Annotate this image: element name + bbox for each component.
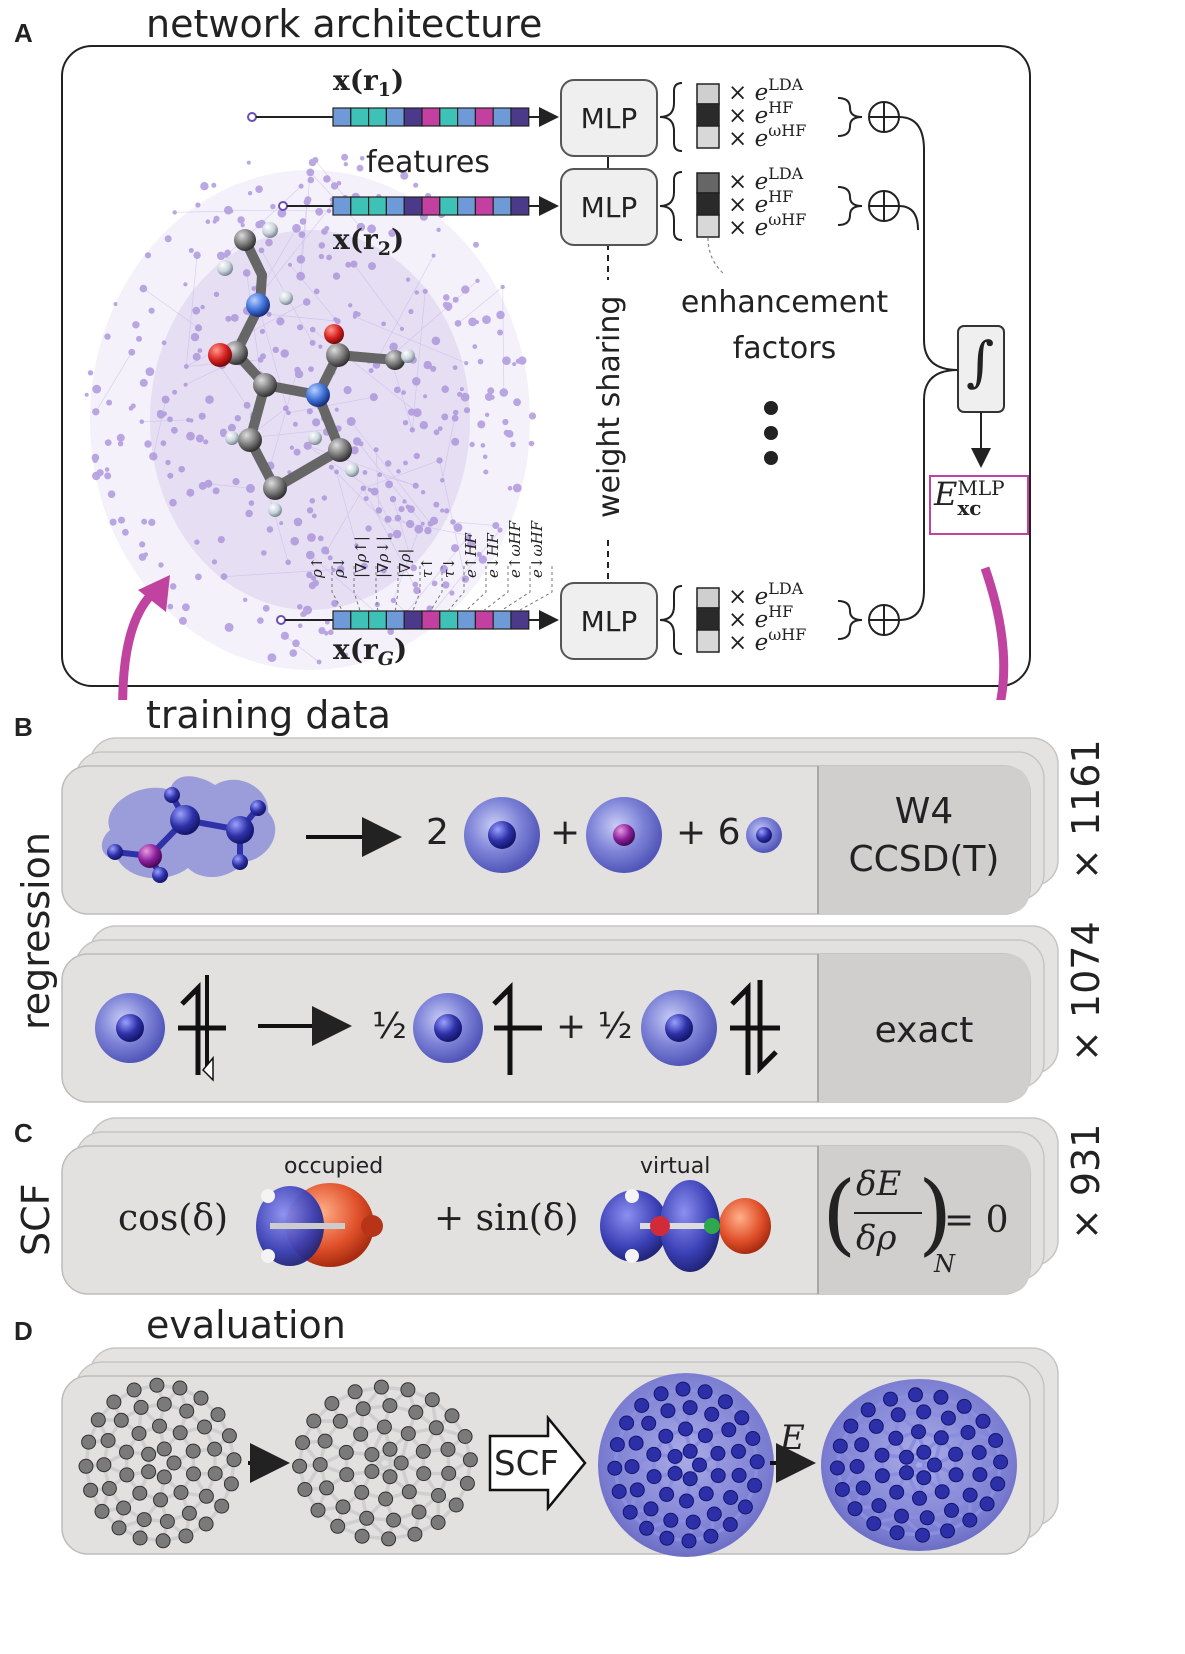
b2-count: × 1074 [1064,921,1108,1062]
feature-cell [474,196,494,216]
feature-cell [439,610,459,630]
feature-vector-label-rG: x(rG) [333,633,408,670]
panel-a-title: network architecture [146,2,543,46]
ef-terms-r1: × eLDA × eHF × eωHF [728,75,807,152]
mlp-block-r1: MLP [560,79,658,157]
feature-cell [421,610,441,630]
b2-method: exact [874,1010,974,1051]
feature-cell [403,107,423,127]
feature-cell [385,107,405,127]
panel-c-letter: C [14,1118,33,1148]
cos-term: cos(δ) [118,1198,229,1239]
panel-bcd-cards [61,737,1059,1557]
feature-label: e↑HF [462,533,480,578]
feature-cell [510,107,530,127]
feature-label: e↓HF [484,533,502,578]
feature-cell [474,107,494,127]
b1-count: × 1161 [1064,739,1108,880]
scf-equation: ( δE δρ ) N = 0 [822,1162,1009,1278]
scf-side-label: SCF [14,1183,58,1256]
feature-cell [350,610,370,630]
b1-plus-6: + 6 [676,812,741,853]
feature-cell [385,196,405,216]
b2-plus-half: + ½ [556,1006,633,1047]
scf-arrow-label: SCF [494,1444,559,1484]
feature-cell [474,610,494,630]
feature-label: τ↓ [440,557,458,578]
feature-cell [492,196,512,216]
feature-label: |∇ρ↓| [374,536,392,578]
feature-cell [332,107,352,127]
panel-d-letter: D [14,1316,33,1346]
feature-cell [368,610,388,630]
sin-term: + sin(δ) [434,1198,579,1239]
feature-cell [457,107,477,127]
feature-cell [510,196,530,216]
feature-cell [403,196,423,216]
occupied-label: occupied [284,1154,384,1179]
energy-label: E [780,1418,805,1458]
features-label: features [366,145,490,180]
feature-cell [457,610,477,630]
b2-half: ½ [372,1006,407,1047]
feature-label: τ↑ [418,557,436,578]
feature-cell [332,610,352,630]
panel-a-diagram [61,45,1031,700]
panel-b-title: training data [146,693,391,737]
feature-vector-label-r2: x(r2) [333,223,405,260]
grid-cloud [84,153,537,670]
enhancement-label-line2: factors [732,331,837,366]
panel-d-title: evaluation [146,1303,346,1347]
feature-cell [457,196,477,216]
weight-sharing-label: weight sharing [592,295,627,518]
feature-cell [350,107,370,127]
feature-label: e↓ωHF [528,520,546,578]
virtual-label: virtual [640,1154,711,1179]
ef-terms-r2: × eLDA × eHF × eωHF [728,164,807,241]
feature-label: e↑ωHF [506,520,524,578]
feature-cell [403,610,423,630]
b1-method: W4 CCSD(T) [848,791,1000,880]
feature-vector-r2 [332,196,530,216]
output-exc-mlp: E MLP xc [934,475,1005,520]
enhancement-factors-label: enhancement factors [672,280,897,372]
feature-cell [439,107,459,127]
feature-cell [421,196,441,216]
feature-cell [421,107,441,127]
feature-vector-r1 [332,107,530,127]
feature-cell [492,610,512,630]
mlp-block-r2: MLP [560,168,658,246]
feature-cell [368,196,388,216]
panel-b-letter: B [14,712,33,742]
integral-symbol: ∫ [966,330,995,393]
feature-cell [492,107,512,127]
feature-cell [350,196,370,216]
feature-cell [439,196,459,216]
feature-vector-rG [332,610,530,630]
b1-plus: + [550,812,581,853]
mlp-block-rG: MLP [560,582,658,660]
panel-a-letter: A [14,18,33,48]
feature-label: ρ↑ [308,556,326,578]
feature-cell [385,610,405,630]
feature-label: |∇ρ↑| [352,536,370,578]
feature-vector-label-r1: x(r1) [333,64,405,101]
ef-terms-rG: × eLDA × eHF × eωHF [728,579,807,656]
c-count: × 931 [1064,1123,1108,1240]
feature-label: |∇ρ| [396,548,414,578]
feature-cell [332,196,352,216]
enhancement-label-line1: enhancement [680,285,889,320]
b1-coef-2: 2 [426,812,449,853]
feature-label: ρ↓ [330,556,348,578]
feature-cell [368,107,388,127]
feature-cell [510,610,530,630]
